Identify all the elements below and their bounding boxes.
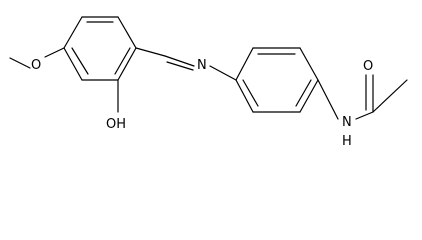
bond-ring-to-methoxy-oxygen <box>44 47 65 58</box>
ring2-bond-right-upper <box>299 47 319 81</box>
ring1-bond-left-upper <box>63 16 83 49</box>
imine-nitrogen-label: N <box>197 58 207 73</box>
amide-hydrogen-label: H <box>342 134 352 149</box>
carbonyl-oxygen-label: O <box>363 59 373 74</box>
ring1-bond-right-lower-inner <box>114 47 131 75</box>
bond-ring-to-imine-carbon <box>135 47 166 57</box>
bonds <box>9 16 408 120</box>
ring1-bond-right-lower <box>117 47 137 81</box>
atom-labels: O OH N N H O <box>31 58 373 149</box>
bond-imine-double <box>164 55 195 67</box>
methoxy-oxygen-label: O <box>31 58 41 73</box>
hydroxyl-label: OH <box>106 117 126 132</box>
bond-methoxy-oxygen-to-methyl <box>9 57 31 69</box>
ring2-bond-right-lower <box>299 79 319 113</box>
ring2-bond-left-lower-inner <box>242 79 259 107</box>
ring2-bond-right-lower-inner <box>295 79 312 107</box>
ring1-bond-left-lower <box>63 47 83 81</box>
ring2-bond-left-lower <box>235 79 254 113</box>
ring1-bond-left-lower-inner <box>71 47 89 75</box>
ring1-bond-right-upper <box>117 16 137 49</box>
bond-imine-nitrogen-to-ring <box>209 65 237 81</box>
amide-nitrogen-label: N <box>342 115 352 130</box>
bond-carbonyl-carbon-to-methyl <box>372 79 408 113</box>
bond-ring-to-amide-nitrogen <box>317 79 339 120</box>
ring2-bond-left-upper <box>235 47 254 81</box>
chemical-structure-diagram: O OH N N H O <box>9 16 408 149</box>
bond-imine-double-inner <box>166 61 194 71</box>
bond-amide-nitrogen-to-carbonyl-carbon <box>355 111 374 120</box>
